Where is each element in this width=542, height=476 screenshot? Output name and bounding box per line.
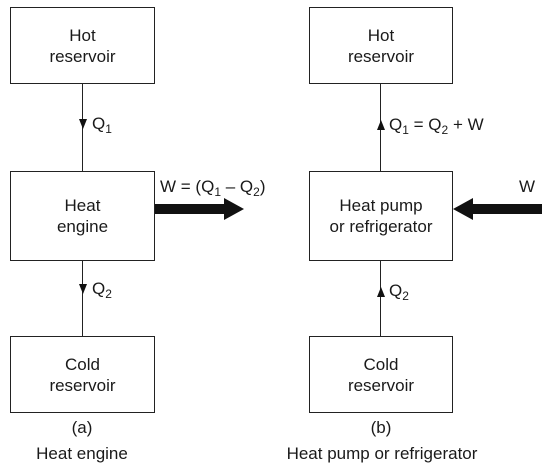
q1-up-arrow-icon-b — [377, 120, 385, 130]
q1-down-arrow-icon-a — [79, 119, 87, 129]
work-output-label: W = (Q1 – Q2) — [160, 177, 266, 199]
hot-reservoir-label-a-line1: Hot — [69, 25, 96, 45]
q1-label-a: Q1 — [92, 114, 112, 136]
q2-up-arrow-icon-b — [377, 287, 385, 297]
cold-reservoir-box-a: Cold reservoir — [10, 336, 155, 413]
caption-letter-b: (b) — [370, 418, 392, 437]
q2-down-arrow-icon-a — [79, 284, 87, 294]
cold-reservoir-label-a-line2: reservoir — [49, 375, 116, 395]
hot-reservoir-box-b: Hot reservoir — [309, 7, 453, 84]
q2-label-a: Q2 — [92, 279, 112, 301]
cold-reservoir-label-a-line1: Cold — [65, 354, 100, 374]
hot-reservoir-label-a-line2: reservoir — [49, 46, 116, 66]
caption-a: Heat engine — [36, 444, 128, 463]
q2-label-b: Q2 — [389, 281, 409, 303]
heat-pump-box: Heat pump or refrigerator — [309, 171, 453, 261]
hot-reservoir-label-b-line1: Hot — [367, 25, 395, 45]
hot-reservoir-label-b-line2: reservoir — [347, 46, 415, 66]
heat-engine-box: Heat engine — [10, 171, 155, 261]
cold-reservoir-label-b-line1: Cold — [363, 354, 399, 374]
work-input-arrow-icon — [453, 198, 542, 220]
engine-to-cold-line-a — [82, 261, 83, 336]
caption-letter-a: (a) — [71, 418, 93, 437]
heat-engine-label-line1: Heat — [64, 196, 101, 215]
caption-b: Heat pump or refrigerator — [286, 444, 478, 463]
hot-reservoir-box-a: Hot reservoir — [10, 7, 155, 84]
heat-engine-label-line2: engine — [56, 217, 109, 236]
work-output-arrow-icon — [155, 198, 244, 220]
q1-label-b: Q1 = Q2 + W — [389, 115, 484, 137]
cold-reservoir-box-b: Cold reservoir — [309, 336, 453, 413]
cold-to-pump-line-b — [380, 261, 381, 336]
cold-reservoir-label-b-line2: reservoir — [347, 375, 415, 395]
heat-pump-label-line2: or refrigerator — [329, 217, 433, 236]
heat-pump-label-line1: Heat pump — [339, 196, 423, 215]
work-input-label: W — [519, 177, 536, 196]
